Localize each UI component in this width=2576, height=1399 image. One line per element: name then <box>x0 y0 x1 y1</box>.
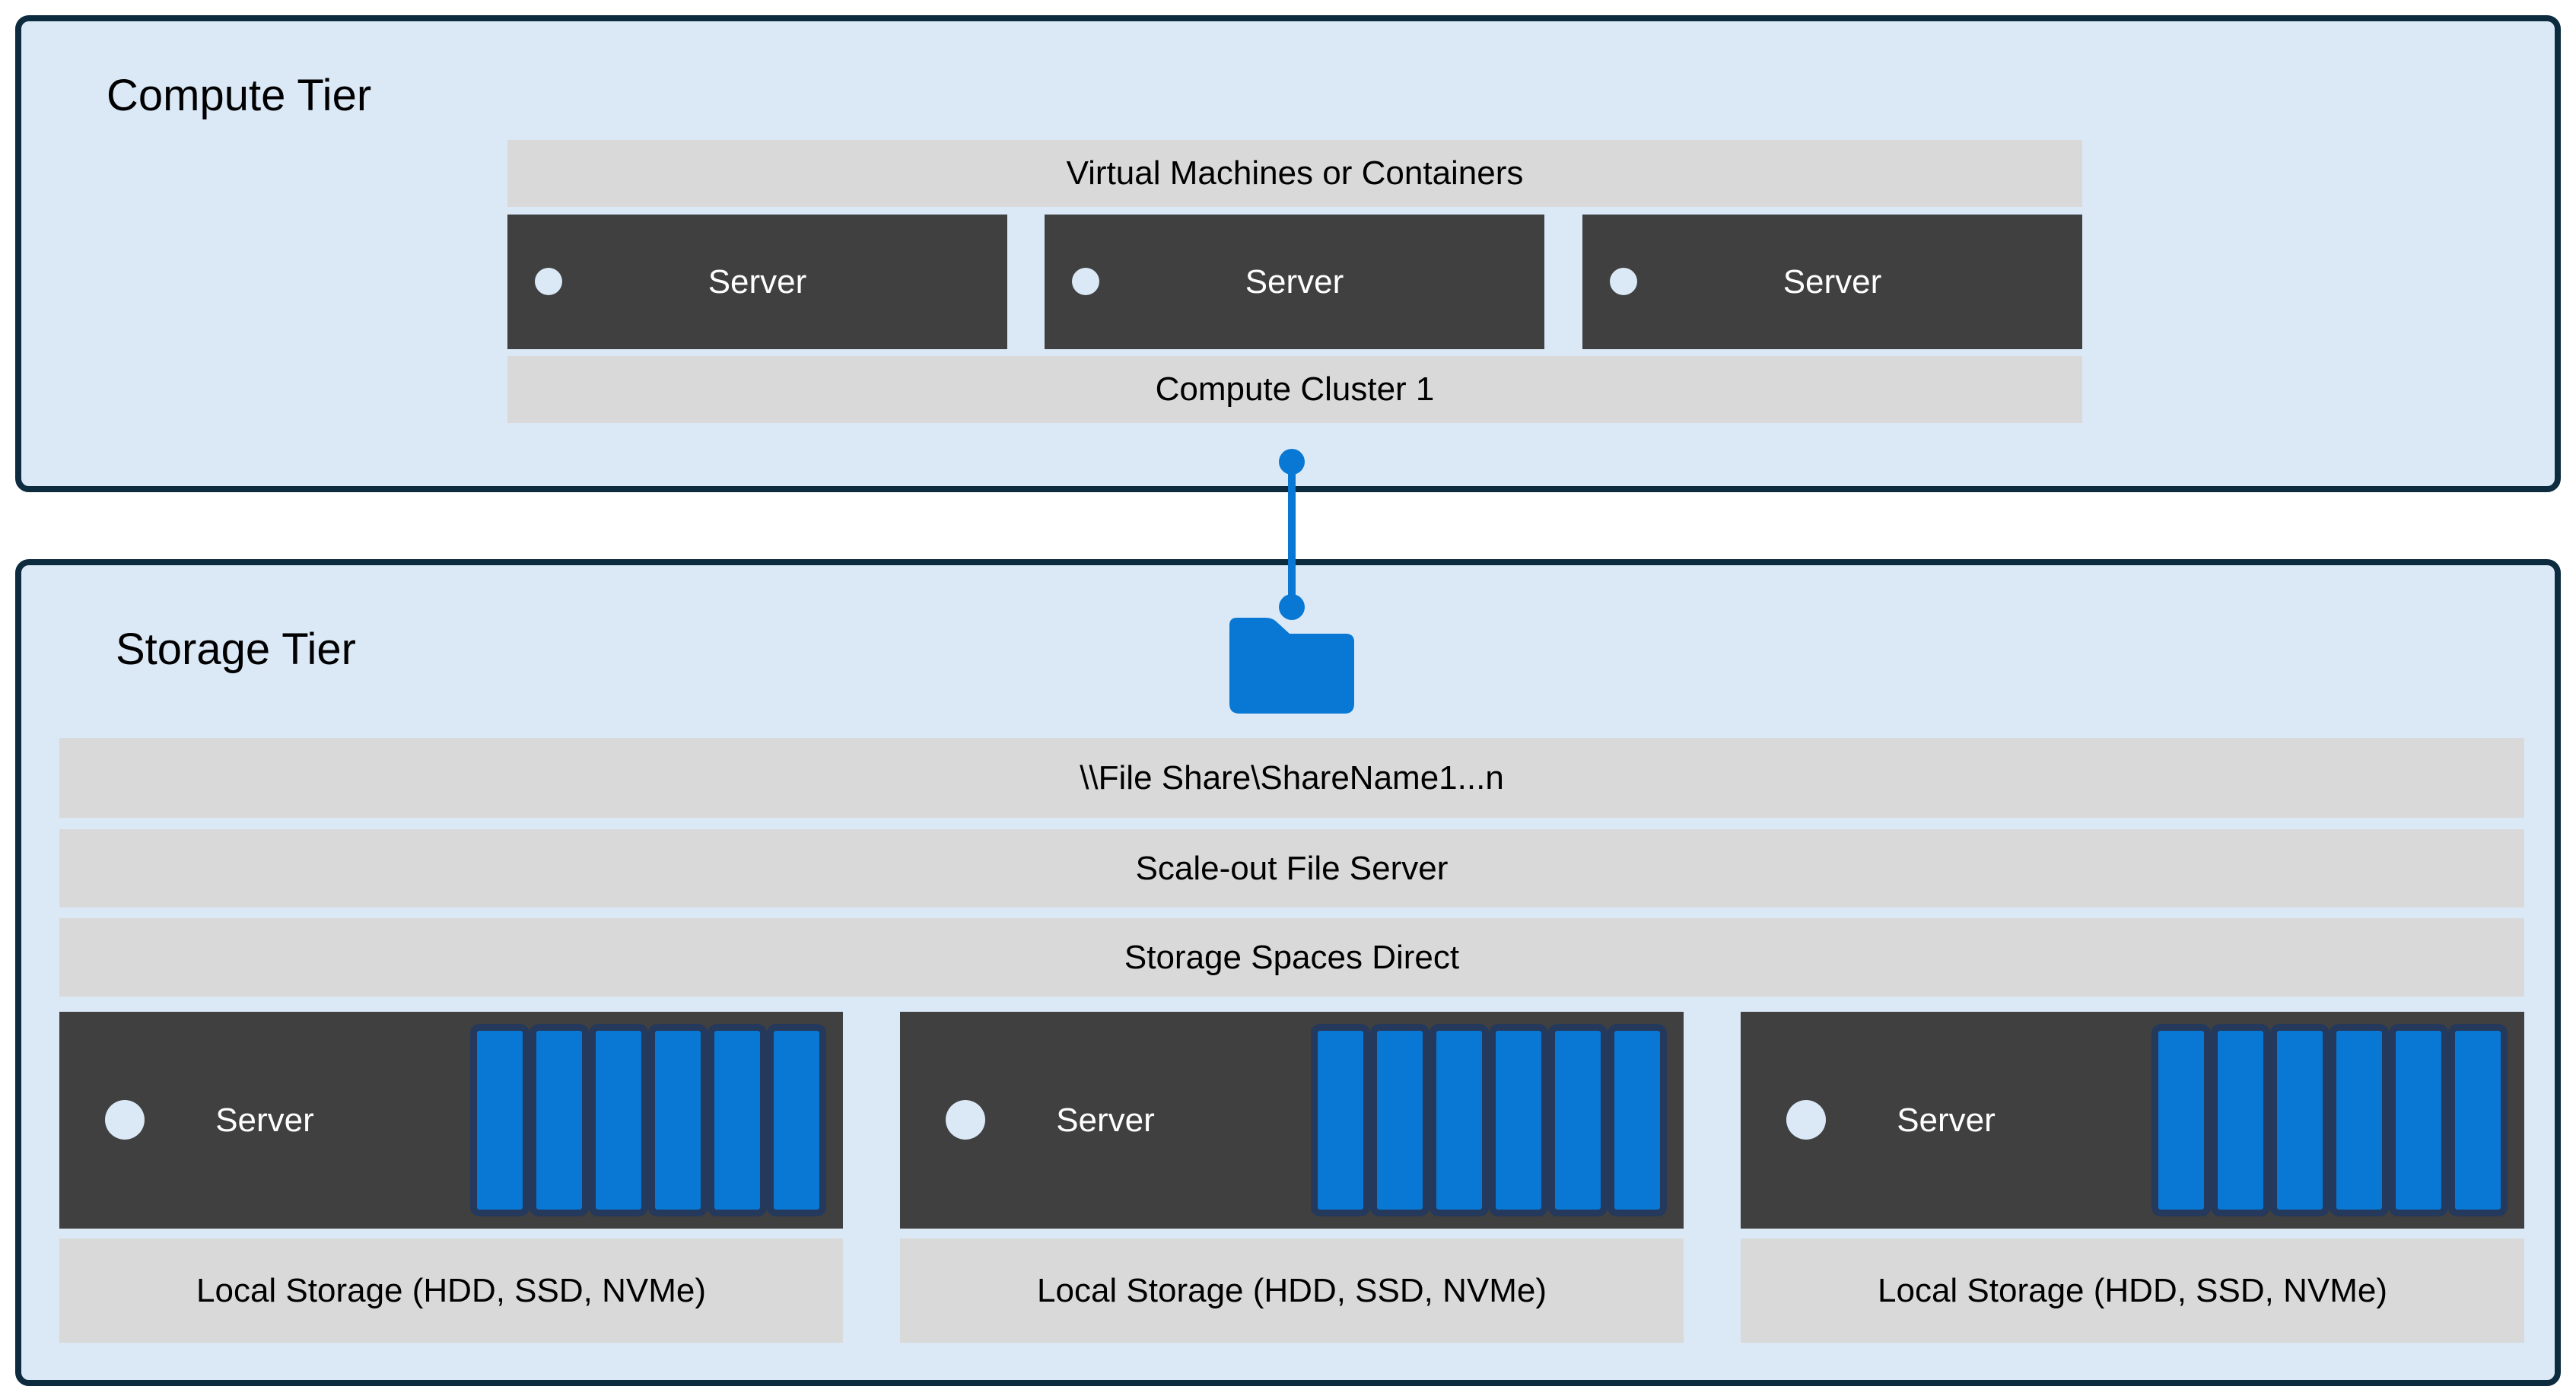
compute-cluster-bar: Compute Cluster 1 <box>507 356 2082 423</box>
local-storage-3-label: Local Storage (HDD, SSD, NVMe) <box>1878 1271 2387 1309</box>
local-storage-bar-2: Local Storage (HDD, SSD, NVMe) <box>900 1238 1684 1343</box>
compute-tier-title: Compute Tier <box>107 71 372 120</box>
storage-server-1: Server <box>59 1012 843 1229</box>
server-led-icon <box>105 1100 145 1140</box>
disk-icon <box>2270 1024 2330 1216</box>
local-storage-bar-3: Local Storage (HDD, SSD, NVMe) <box>1741 1238 2524 1343</box>
disk-icon <box>2151 1024 2211 1216</box>
disk-icon <box>470 1024 530 1216</box>
local-storage-bar-1: Local Storage (HDD, SSD, NVMe) <box>59 1238 843 1343</box>
disk-icon <box>530 1024 589 1216</box>
disk-icon <box>767 1024 826 1216</box>
disk-icon <box>2330 1024 2389 1216</box>
file-share-bar: \\File Share\ShareName1...n <box>59 738 2524 818</box>
disk-icon <box>1489 1024 1548 1216</box>
storage-spaces-direct-bar: Storage Spaces Direct <box>59 918 2524 997</box>
server-led-icon <box>1610 268 1637 295</box>
disk-icon <box>2448 1024 2508 1216</box>
storage-server-1-label: Server <box>215 1101 314 1139</box>
disk-array <box>1311 1024 1667 1216</box>
local-storage-2-label: Local Storage (HDD, SSD, NVMe) <box>1037 1271 1547 1309</box>
compute-server-2-label: Server <box>1245 262 1344 300</box>
disk-icon <box>1311 1024 1370 1216</box>
disk-icon <box>2211 1024 2270 1216</box>
connector-line <box>1288 462 1296 607</box>
disk-icon <box>589 1024 648 1216</box>
connector-bottom-dot-icon <box>1279 594 1305 620</box>
disk-icon <box>1430 1024 1489 1216</box>
compute-server-1-label: Server <box>708 262 807 300</box>
vm-containers-label: Virtual Machines or Containers <box>1066 154 1524 192</box>
compute-server-3-label: Server <box>1783 262 1882 300</box>
server-led-icon <box>946 1100 985 1140</box>
compute-server-1: Server <box>507 215 1007 349</box>
file-share-label: \\File Share\ShareName1...n <box>1080 758 1504 796</box>
scale-out-file-server-bar: Scale-out File Server <box>59 829 2524 908</box>
compute-server-3: Server <box>1582 215 2082 349</box>
disk-icon <box>648 1024 708 1216</box>
compute-cluster-label: Compute Cluster 1 <box>1155 370 1435 408</box>
disk-array <box>2151 1024 2508 1216</box>
scale-out-file-server-label: Scale-out File Server <box>1135 849 1449 887</box>
local-storage-1-label: Local Storage (HDD, SSD, NVMe) <box>196 1271 706 1309</box>
storage-spaces-direct-label: Storage Spaces Direct <box>1124 938 1460 976</box>
disk-icon <box>1608 1024 1667 1216</box>
vm-containers-bar: Virtual Machines or Containers <box>507 140 2082 207</box>
server-led-icon <box>535 268 562 295</box>
disk-icon <box>2389 1024 2448 1216</box>
storage-server-3: Server <box>1741 1012 2524 1229</box>
server-led-icon <box>1786 1100 1826 1140</box>
disk-array <box>470 1024 826 1216</box>
server-led-icon <box>1072 268 1099 295</box>
storage-server-3-label: Server <box>1897 1101 1996 1139</box>
storage-tier-title: Storage Tier <box>116 625 356 674</box>
disk-icon <box>1548 1024 1608 1216</box>
compute-server-2: Server <box>1045 215 1544 349</box>
storage-server-2: Server <box>900 1012 1684 1229</box>
disk-icon <box>1370 1024 1430 1216</box>
storage-server-2-label: Server <box>1056 1101 1155 1139</box>
connector-top-dot-icon <box>1279 449 1305 475</box>
disk-icon <box>708 1024 767 1216</box>
folder-icon <box>1229 618 1354 714</box>
